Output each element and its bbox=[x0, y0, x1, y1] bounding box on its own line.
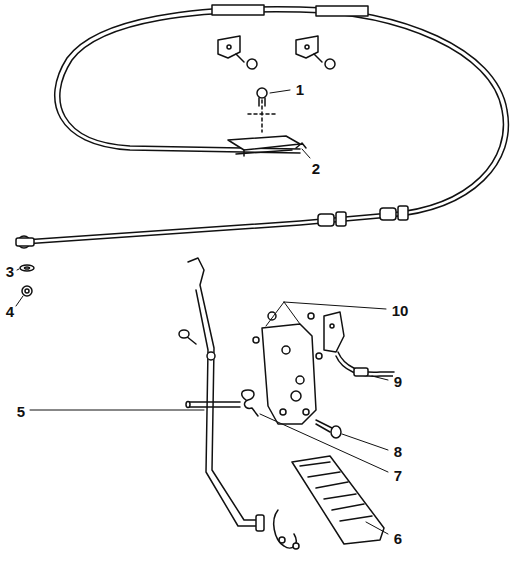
pedal-bracket bbox=[253, 312, 316, 424]
washer-and-nut bbox=[20, 265, 34, 296]
callout-number: 4 bbox=[5, 304, 15, 319]
bracket-bolt bbox=[316, 420, 341, 438]
callout-number: 10 bbox=[391, 303, 410, 318]
cable-clips bbox=[218, 36, 335, 69]
return-spring bbox=[242, 390, 258, 416]
callout-number: 5 bbox=[16, 404, 26, 419]
callout-number: 3 bbox=[5, 264, 15, 279]
callout-number: 7 bbox=[393, 468, 403, 483]
callout-number: 9 bbox=[393, 374, 403, 389]
pedal-switch bbox=[296, 312, 394, 384]
callout-number: 2 bbox=[311, 161, 321, 176]
pedal-pad bbox=[274, 456, 384, 549]
accelerator-cable bbox=[16, 5, 508, 248]
pedal-lever bbox=[179, 258, 264, 531]
callout-number: 8 bbox=[393, 444, 403, 459]
leader-lines bbox=[16, 90, 388, 534]
callout-number: 1 bbox=[295, 82, 305, 97]
callout-number: 6 bbox=[393, 531, 403, 546]
cable-bracket bbox=[228, 88, 306, 156]
